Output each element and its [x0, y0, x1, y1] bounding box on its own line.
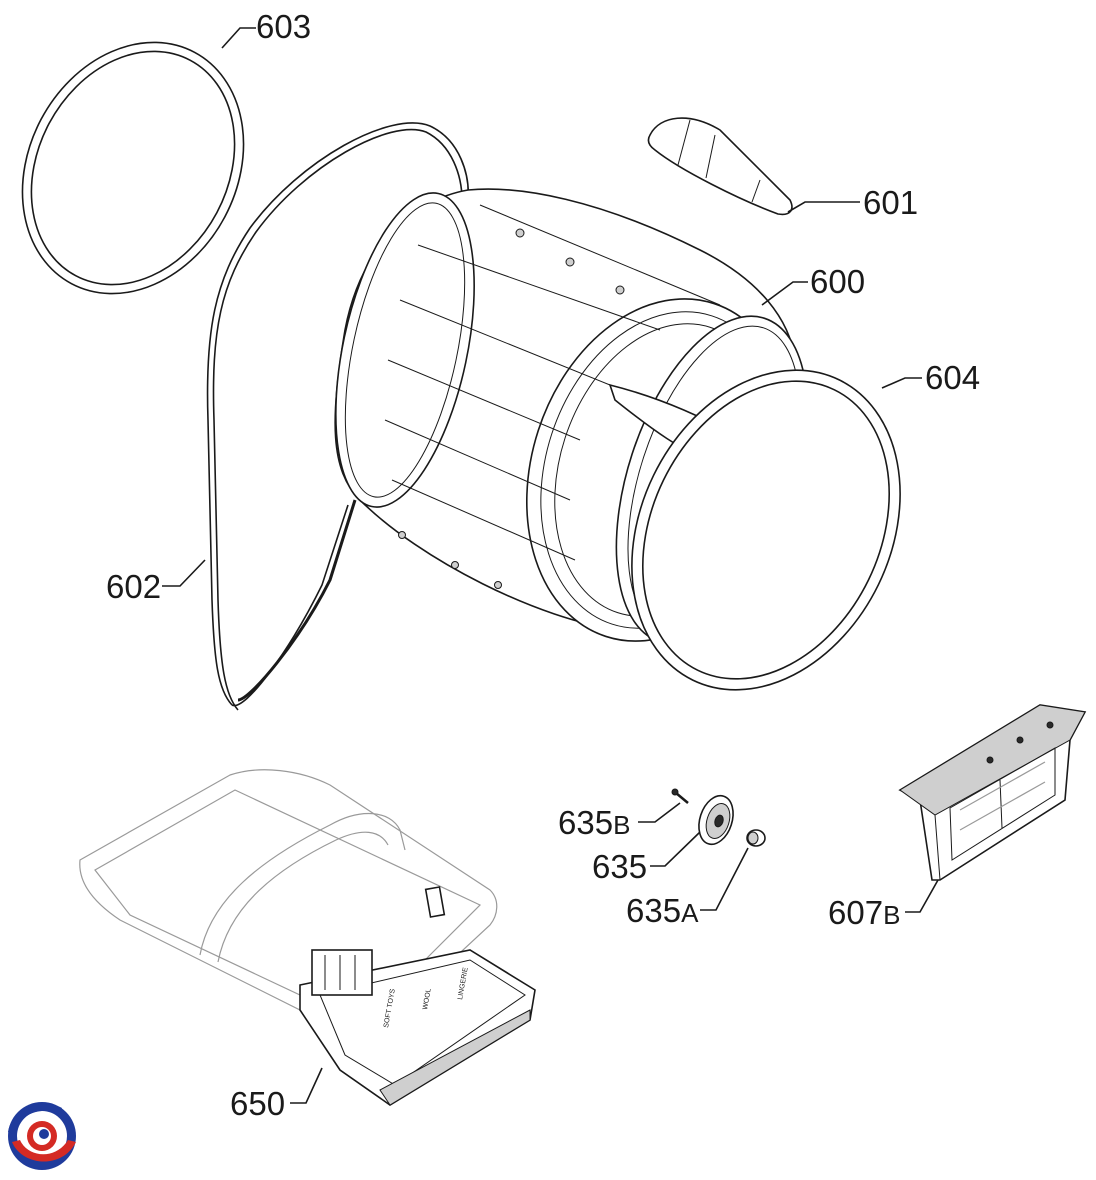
label-600: 600: [810, 263, 865, 300]
label-607b: 607B: [828, 894, 900, 931]
part-labels: 603 601 600 604 602 635B 635 635A 607B 6…: [106, 8, 980, 1122]
label-603: 603: [256, 8, 311, 45]
part-635-roller-wheel: [698, 794, 734, 846]
label-650: 650: [230, 1085, 285, 1122]
basket-label-wool: WOOL: [422, 988, 433, 1010]
label-602: 602: [106, 568, 161, 605]
part-601-drum-paddle: [647, 117, 793, 216]
part-650-drying-basket: SOFT TOYS WOOL LINGERIE: [79, 769, 536, 1106]
label-635b: 635B: [558, 804, 630, 841]
part-604-front-seal: [631, 369, 901, 691]
part-635a-bushing: [746, 829, 766, 847]
label-635: 635: [592, 848, 647, 885]
brand-logo: [8, 1102, 76, 1170]
part-607b-lint-filter: [898, 704, 1087, 881]
label-601: 601: [863, 184, 918, 221]
label-604: 604: [925, 359, 980, 396]
part-635b-screw: [671, 788, 689, 804]
leader-lines: [162, 27, 939, 1104]
label-635a: 635A: [626, 892, 699, 929]
part-603-rear-seal: [21, 41, 245, 295]
